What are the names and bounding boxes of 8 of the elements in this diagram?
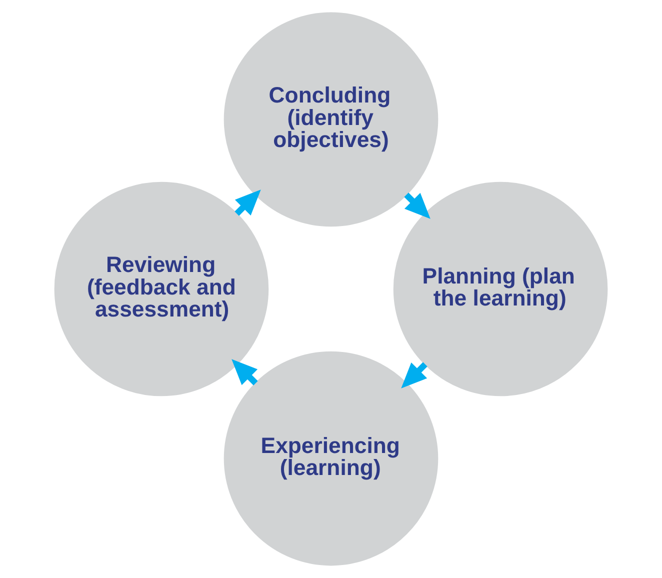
node-circle: Concluding (identify objectives) <box>224 12 438 227</box>
arrow <box>234 190 261 216</box>
node-circle: Experiencing (learning) <box>224 351 438 566</box>
arrow <box>401 362 428 388</box>
arrow <box>404 192 430 219</box>
node-circle: Reviewing (feedback and assessment) <box>54 182 269 396</box>
node-circle: Planning (plan the learning) <box>393 182 608 396</box>
arrow <box>232 359 258 386</box>
